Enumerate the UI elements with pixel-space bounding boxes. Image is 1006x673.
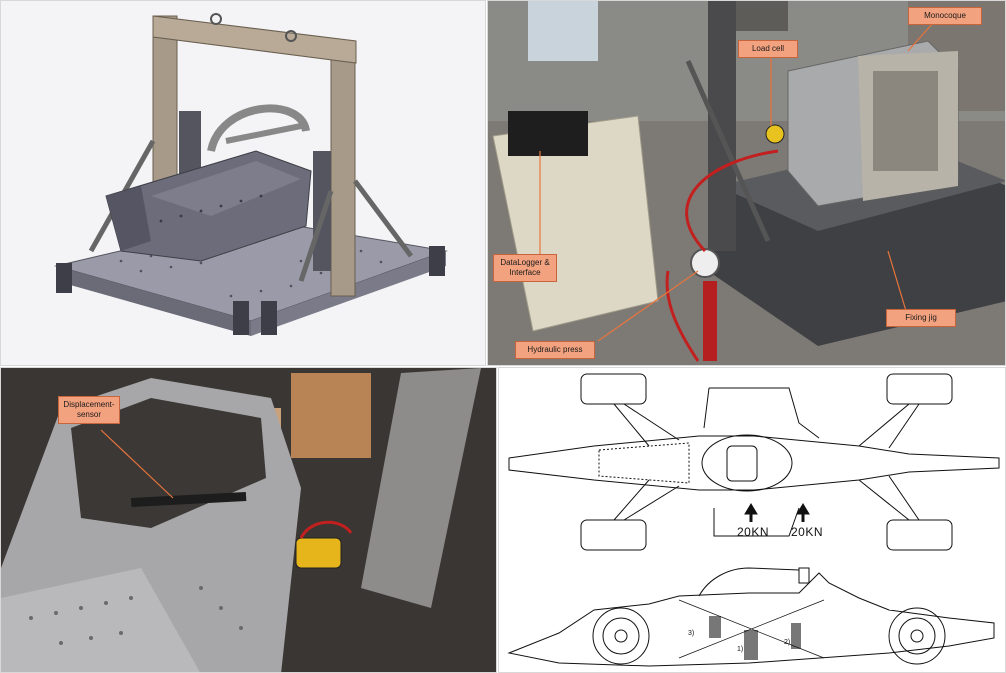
mark-1: 1): [737, 646, 743, 653]
force-label-right: 20KN: [791, 525, 823, 539]
displacement-sensor-label: Displacement-sensor: [58, 396, 120, 424]
mark-2: 2): [784, 639, 790, 646]
mark-3: 3): [688, 630, 694, 637]
hydraulic-press-label: Hydraulic press: [515, 341, 595, 359]
fixing-jig-label: Fixing jig: [886, 309, 956, 327]
datalogger-label: DataLogger & Interface: [493, 254, 557, 282]
test-rig-photo-panel: Monocoque Load cell DataLogger & Interfa…: [487, 0, 1006, 366]
cad-render-panel: [0, 0, 486, 366]
displacement-sensor-photo-panel: Displacement-sensor: [0, 367, 497, 673]
technical-drawing-panel: 20KN 20KN 3) 2) 1): [498, 367, 1006, 673]
test-rig-photo-illustration: [488, 1, 1005, 365]
cad-render-illustration: [54, 13, 448, 336]
monocoque-label: Monocoque: [908, 7, 982, 25]
technical-drawing: 20KN 20KN 3) 2) 1): [507, 373, 1000, 667]
force-label-left: 20KN: [737, 525, 769, 539]
load-cell-label: Load cell: [738, 40, 798, 58]
